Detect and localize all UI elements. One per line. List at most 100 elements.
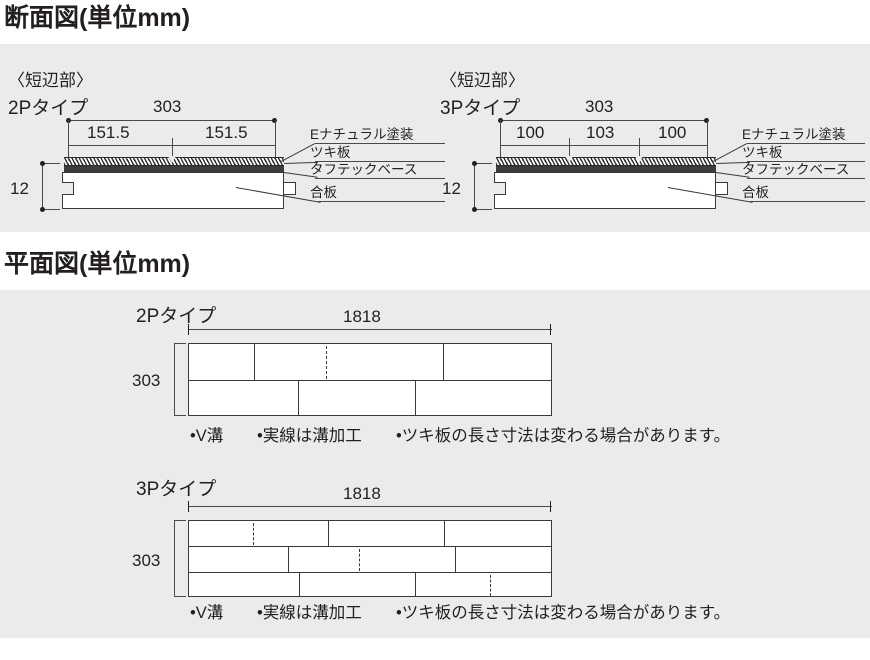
edge-label-2p: 〈短辺部〉 <box>8 71 93 90</box>
leader-rule-veneer-3p <box>747 161 865 162</box>
page-title-cross-section: 断面図(単位mm) <box>4 4 191 32</box>
page-title-plan-view: 平面図(単位mm) <box>4 250 191 278</box>
plan-seam-r3-b-3p <box>415 573 416 597</box>
leader-rule-coating-2p <box>315 143 445 144</box>
plan-type-label-3p: 3Pタイプ <box>136 479 217 500</box>
plan-dim-tick-left-3p <box>188 501 189 512</box>
ext-line-right-2p <box>275 120 276 162</box>
plan-dim-vtick-bot-2p <box>174 415 186 416</box>
layer-label-plywood-3p: 合板 <box>742 185 769 200</box>
layer-label-base-2p: タフテックベース <box>310 162 418 177</box>
board-tongue-right-3p <box>716 182 728 195</box>
leader-rule-plywood-3p <box>750 201 865 202</box>
plan-dim-tick-right-3p <box>550 501 551 512</box>
dim-dot-thick-bot-3p <box>472 207 477 212</box>
plan-vgroove-dash-r3-3p <box>490 575 491 596</box>
plan-dim-vline-3p <box>174 520 175 596</box>
type-label-3p: 3Pタイプ <box>440 98 521 119</box>
dim-dot-thick-top-3p <box>472 161 477 166</box>
dim-sub2-3p: 103 <box>586 123 615 142</box>
plan-seam-r1-b-2p <box>443 344 444 380</box>
dim-dot-total-right-3p <box>704 118 709 123</box>
board-vgroove-2-3p <box>635 156 643 163</box>
board-tongue-right-2p <box>284 182 296 195</box>
plan-seam-r1-b-3p <box>444 521 445 546</box>
dim-sub2-2p: 151.5 <box>205 123 248 142</box>
dim-sub1-3p: 100 <box>516 123 545 142</box>
plan-note-1-2p: •V溝 <box>190 427 224 445</box>
board-plywood-3p <box>494 172 716 209</box>
dim-ext-thick-bot-2p <box>42 209 60 210</box>
layer-label-coating-2p: Eナチュラル塗装 <box>310 127 414 142</box>
dim-sub1-2p: 151.5 <box>87 123 130 142</box>
plan-dim-vtick-top-3p <box>174 520 186 521</box>
plan-dim-line-2p <box>188 329 552 330</box>
plan-dim-vtick-top-2p <box>174 343 186 344</box>
plan-seam-r2-b-2p <box>415 381 416 416</box>
dim-dot-thick-bot-2p <box>40 207 45 212</box>
plan-board-frame-3p <box>188 520 552 597</box>
dim-ext-thick-bot-3p <box>474 209 492 210</box>
dim-thickness-3p: 12 <box>442 179 461 198</box>
board-base-layer-3p <box>496 165 716 172</box>
layer-label-veneer-2p: ツキ板 <box>310 145 351 160</box>
dim-sub3-3p: 100 <box>658 123 687 142</box>
layer-label-plywood-2p: 合板 <box>310 185 337 200</box>
plan-row-divider-2-3p <box>188 572 552 573</box>
dim-total-2p: 303 <box>153 97 182 116</box>
plan-dim-line-3p <box>188 506 552 507</box>
plan-type-label-2p: 2Pタイプ <box>136 306 217 327</box>
plan-row-divider-2p <box>188 380 552 381</box>
board-groove-left-3p <box>494 182 506 195</box>
dim-ext-thick-top-3p <box>474 163 492 164</box>
plan-seam-r2-a-2p <box>298 381 299 416</box>
plan-row-divider-1-3p <box>188 546 552 547</box>
dim-dot-thick-top-2p <box>40 161 45 166</box>
board-vgroove-1-3p <box>565 156 573 163</box>
layer-label-base-3p: タフテックベース <box>742 162 850 177</box>
plan-seam-r3-a-3p <box>299 573 300 597</box>
plan-dim-vtick-bot-3p <box>174 596 186 597</box>
dim-line-sub-3p <box>500 145 708 146</box>
plan-dim-length-3p: 1818 <box>343 484 381 503</box>
board-base-layer-2p <box>64 165 284 172</box>
ext-line-left-2p <box>68 120 69 162</box>
ext-line-2-3p <box>569 138 570 163</box>
plan-note-1-3p: •V溝 <box>190 604 224 622</box>
plan-seam-r1-a-2p <box>254 344 255 380</box>
plan-vgroove-dash-r1-3p <box>253 523 254 545</box>
board-veneer-layer-3p <box>496 157 716 166</box>
leader-rule-plywood-2p <box>318 201 445 202</box>
plan-dim-vline-2p <box>174 343 175 415</box>
plan-seam-r2-a-3p <box>288 547 289 572</box>
board-vgroove-2p <box>168 156 176 163</box>
plan-note-3-3p: •ツキ板の長さ寸法は変わる場合があります。 <box>396 604 731 622</box>
dim-total-3p: 303 <box>585 97 614 116</box>
dim-dot-total-right-2p <box>272 118 277 123</box>
plan-board-frame-2p <box>188 343 552 416</box>
plan-seam-r1-a-3p <box>328 521 329 546</box>
plan-vgroove-dash-r2-3p <box>359 549 360 571</box>
ext-line-4-3p <box>707 120 708 162</box>
dim-line-total-3p <box>500 120 708 121</box>
layer-label-coating-3p: Eナチュラル塗装 <box>742 127 846 142</box>
plan-dim-width-3p: 303 <box>132 551 161 570</box>
dim-ext-thick-top-2p <box>42 163 60 164</box>
plan-seam-r2-b-3p <box>455 547 456 572</box>
dim-line-thickness-2p <box>42 163 43 209</box>
layer-label-veneer-3p: ツキ板 <box>742 145 783 160</box>
leader-rule-coating-3p <box>747 143 865 144</box>
leader-rule-base-3p <box>747 178 865 179</box>
plan-dim-width-2p: 303 <box>132 371 161 390</box>
leader-rule-base-2p <box>315 178 445 179</box>
ext-line-1-3p <box>500 120 501 162</box>
plan-dim-tick-right-2p <box>550 324 551 335</box>
plan-vgroove-dash-r1-2p <box>326 346 327 379</box>
plan-note-2-2p: •実線は溝加工 <box>257 427 362 445</box>
plan-dim-tick-left-2p <box>188 324 189 335</box>
plan-dim-length-2p: 1818 <box>343 307 381 326</box>
dim-line-thickness-3p <box>474 163 475 209</box>
dim-thickness-2p: 12 <box>10 179 29 198</box>
edge-label-3p: 〈短辺部〉 <box>440 71 525 90</box>
